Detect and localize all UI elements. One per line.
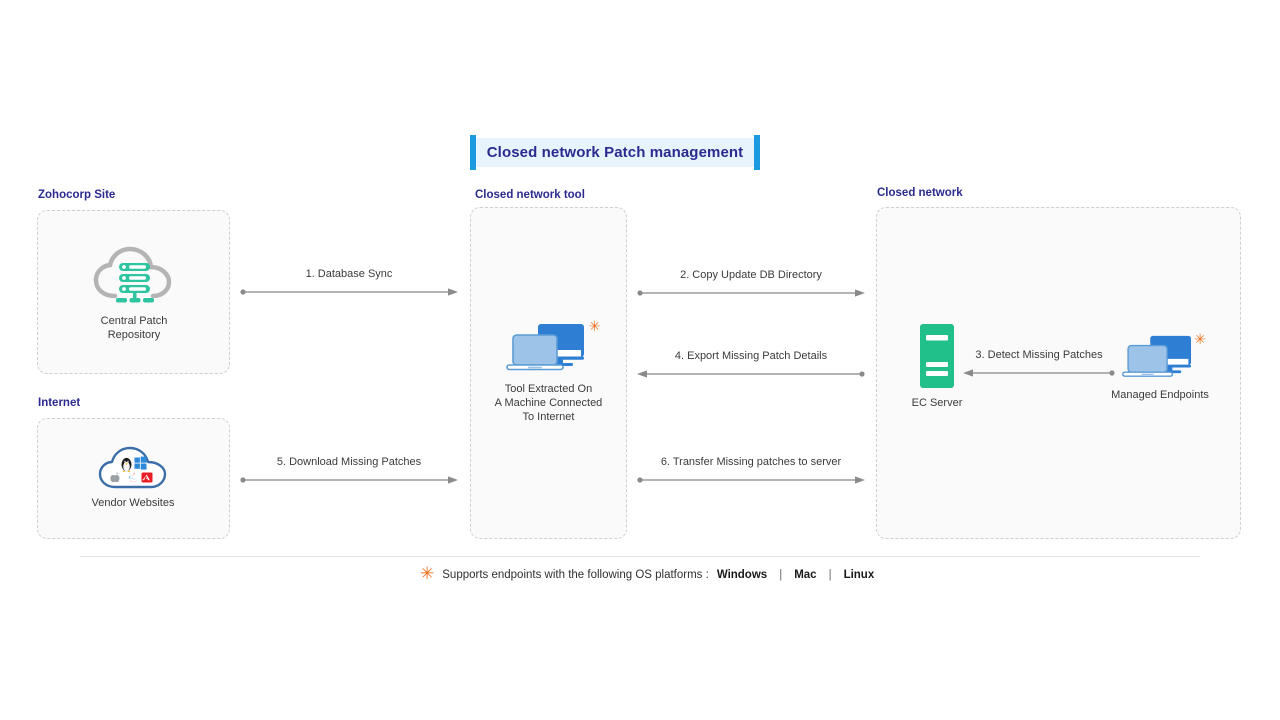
zone-label-closed-network: Closed network <box>877 187 963 199</box>
asterisk-marker: ✳ <box>588 319 601 335</box>
flow-arrow-label: 1. Database Sync <box>305 268 393 280</box>
monitor-laptop-icon: ✳ <box>505 320 601 376</box>
zone-label-zohocorp-site: Zohocorp Site <box>38 189 116 201</box>
flow-arrow-1: 1. Database Sync <box>240 268 458 298</box>
flow-arrow-2: 2. Copy Update DB Directory <box>637 269 865 299</box>
footer-separator: | <box>779 568 783 581</box>
flow-arrow-label: 4. Export Missing Patch Details <box>674 350 828 362</box>
flow-arrow-label: 2. Copy Update DB Directory <box>680 269 822 281</box>
os-platform-linux: Linux <box>843 568 875 581</box>
flow-arrow-3: 3. Detect Missing Patches <box>963 349 1115 379</box>
zone-label-internet: Internet <box>38 397 81 409</box>
footer-separator: | <box>828 568 832 581</box>
footer-divider <box>80 556 1200 557</box>
flow-arrow-label: 3. Detect Missing Patches <box>975 349 1103 361</box>
cloud-server-icon <box>93 246 175 308</box>
flow-arrow-5: 5. Download Missing Patches <box>240 456 458 486</box>
asterisk-icon: ✳ <box>420 564 435 584</box>
node-caption: Vendor Websites <box>91 497 175 509</box>
flow-arrow-4: 4. Export Missing Patch Details <box>637 350 865 380</box>
node-vendor-websites: Vendor Websites <box>73 444 193 510</box>
server-tower-icon <box>915 322 959 390</box>
os-platform-mac: Mac <box>794 568 817 581</box>
node-caption: Managed Endpoints <box>1111 389 1209 401</box>
cloud-vendors-icon <box>98 444 168 490</box>
title-accent-bar-left <box>470 135 476 170</box>
flow-arrow-6: 6. Transfer Missing patches to server <box>637 456 865 486</box>
asterisk-marker: ✳ <box>1194 332 1206 348</box>
flow-arrow-label: 6. Transfer Missing patches to server <box>660 456 842 468</box>
zone-label-closed-network-tool: Closed network tool <box>475 189 585 201</box>
node-tool-machine: ✳ Tool Extracted On A Machine Connected … <box>478 320 619 424</box>
flow-arrow-label: 5. Download Missing Patches <box>276 456 422 468</box>
node-managed-endpoints: ✳ Managed Endpoints <box>1100 333 1220 402</box>
panel-closed-network-tool <box>470 207 627 539</box>
diagram-title-banner: Closed network Patch management <box>470 135 760 170</box>
node-ec-server: EC Server <box>897 322 977 410</box>
page-title: Closed network Patch management <box>486 144 744 161</box>
os-platform-windows: Windows <box>716 568 768 581</box>
node-central-patch-repository: Central Patch Repository <box>74 246 194 342</box>
footer-note-text: Supports endpoints with the following OS… <box>442 568 709 581</box>
node-caption: Central Patch Repository <box>100 315 168 341</box>
monitor-laptop-icon: ✳ <box>1121 333 1206 382</box>
node-caption: EC Server <box>911 397 963 409</box>
title-accent-bar-right <box>754 135 760 170</box>
footer-note: ✳ Supports endpoints with the following … <box>420 566 874 583</box>
node-caption: Tool Extracted On A Machine Connected To… <box>494 383 603 423</box>
